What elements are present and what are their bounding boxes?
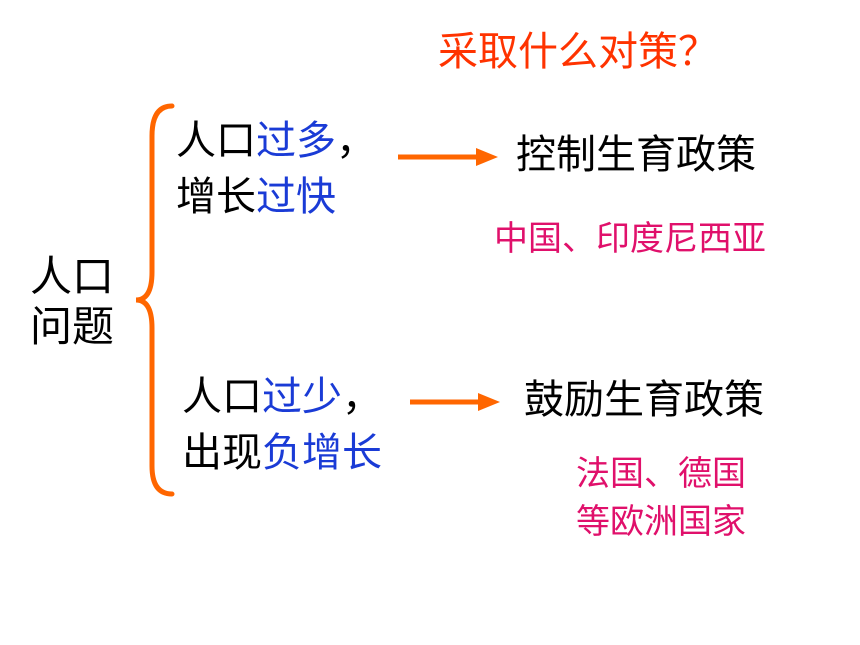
arrow-lower [410, 393, 500, 411]
question-title: 采取什么对策？ [438, 29, 718, 75]
problem-text: 人口 [176, 118, 256, 164]
example-line: 等欧洲国家 [576, 502, 746, 542]
problem-punct: ， [336, 118, 376, 164]
arrow-upper [398, 148, 498, 166]
example-line: 法国、德国 [576, 454, 746, 494]
problem-underpopulation: 人口过少， 出现负增长 [182, 369, 382, 481]
problem-highlight: 负增长 [262, 430, 382, 476]
problem-highlight: 过多 [256, 118, 336, 164]
problem-highlight: 过少 [262, 374, 342, 420]
root-node: 人口 问题 [30, 252, 114, 352]
problem-line-2: 出现负增长 [182, 425, 382, 481]
root-line-1: 人口 [30, 252, 115, 301]
problem-text: 增长 [176, 174, 256, 220]
example-countries-1: 中国、印度尼西亚 [494, 219, 766, 259]
policy-control-birth: 控制生育政策 [516, 132, 756, 178]
curly-brace [135, 103, 175, 497]
problem-punct: ， [342, 374, 382, 420]
problem-line-1: 人口过少， [182, 369, 382, 425]
problem-text: 人口 [182, 374, 262, 420]
problem-highlight: 过快 [256, 174, 336, 220]
policy-encourage-birth: 鼓励生育政策 [524, 377, 764, 423]
problem-overpopulation: 人口过多， 增长过快 [176, 113, 376, 225]
root-line-2: 问题 [30, 302, 115, 351]
problem-text: 出现 [182, 430, 262, 476]
problem-line-2: 增长过快 [176, 169, 376, 225]
example-countries-2: 法国、德国 等欧洲国家 [552, 450, 770, 546]
problem-line-1: 人口过多， [176, 113, 376, 169]
